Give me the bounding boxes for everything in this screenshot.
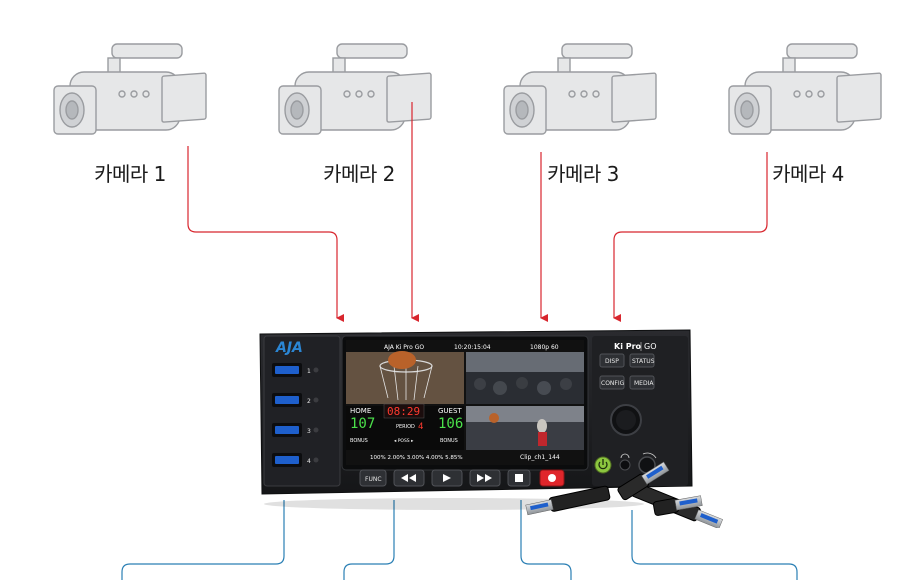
output-line-3 xyxy=(520,500,572,580)
quad-player xyxy=(466,406,584,450)
record-button[interactable] xyxy=(539,469,565,487)
svg-text:GUEST: GUEST xyxy=(438,407,462,415)
media-button[interactable]: MEDIA xyxy=(629,375,655,390)
camera-2-icon xyxy=(278,43,432,135)
output-line-4 xyxy=(631,510,798,580)
svg-text:FUNC: FUNC xyxy=(365,476,382,483)
svg-text:4: 4 xyxy=(418,422,423,432)
usb-port-4[interactable]: 4 xyxy=(272,453,319,467)
input-line-camera-1 xyxy=(187,146,344,322)
headphone-jack[interactable] xyxy=(619,453,631,471)
svg-text:PERIOD: PERIOD xyxy=(396,424,415,430)
svg-text:STATUS: STATUS xyxy=(632,358,655,365)
screen-audio-meters: 100% 2.00% 3.00% 4.00% 5.85% xyxy=(370,455,463,461)
camera-4-icon xyxy=(728,43,882,135)
usb-port-3[interactable]: 3 xyxy=(272,423,319,437)
screen-header-format: 1080p 60 xyxy=(530,344,559,351)
fast-forward-icon xyxy=(477,474,492,482)
camera-1-icon xyxy=(53,43,207,135)
output-line-2 xyxy=(343,500,395,580)
ki-pro-go-recorder: AJA 1 2 3 4 xyxy=(259,329,723,528)
volume-knob[interactable] xyxy=(638,452,657,474)
jog-knob[interactable] xyxy=(610,404,642,436)
screen-header-time: 10:20:15:04 xyxy=(454,344,491,351)
camera-1-label: 카메라 1 xyxy=(94,162,166,186)
model-ki-pro: Ki Pro xyxy=(614,342,642,351)
camera-2-label: 카메라 2 xyxy=(323,162,395,186)
svg-text:HOME: HOME xyxy=(350,407,371,415)
power-icon xyxy=(598,459,608,470)
camera-4-label: 카메라 4 xyxy=(772,162,844,186)
svg-text:CONFIG: CONFIG xyxy=(601,380,625,387)
stop-button[interactable] xyxy=(507,469,531,487)
quad-basketball-hoop xyxy=(346,351,464,404)
config-button[interactable]: CONFIG xyxy=(599,375,625,390)
quad-crowd xyxy=(466,352,584,404)
svg-text:106: 106 xyxy=(438,416,463,432)
disp-button[interactable]: DISP xyxy=(599,353,625,368)
status-button[interactable]: STATUS xyxy=(629,353,655,368)
svg-text:◂ POSS ▸: ◂ POSS ▸ xyxy=(394,438,414,444)
usb-port-1[interactable]: 1 xyxy=(272,363,319,377)
usb-flash-drives xyxy=(525,461,723,528)
quad-scoreboard: HOME 107 08:29 GUEST 106 PERIOD 4 BONUS … xyxy=(346,403,464,450)
rewind-icon xyxy=(401,474,416,482)
rewind-button[interactable] xyxy=(393,469,425,487)
power-button[interactable] xyxy=(594,456,612,474)
usb-port-2[interactable]: 2 xyxy=(272,393,319,407)
svg-text:DISP: DISP xyxy=(605,358,619,365)
input-line-camera-4 xyxy=(613,152,768,322)
svg-text:MEDIA: MEDIA xyxy=(634,380,654,387)
svg-text:4: 4 xyxy=(307,458,311,465)
svg-text:1: 1 xyxy=(307,368,311,375)
output-line-1 xyxy=(121,500,285,580)
screen-clip-name: Clip_ch1_144 xyxy=(520,454,560,461)
model-go: GO xyxy=(644,342,657,351)
svg-text:3: 3 xyxy=(307,428,311,435)
play-icon xyxy=(443,474,451,482)
record-icon xyxy=(548,474,556,482)
camera-3-label: 카메라 3 xyxy=(547,162,619,186)
svg-text:08:29: 08:29 xyxy=(387,405,420,418)
svg-text:107: 107 xyxy=(350,416,375,432)
fast-forward-button[interactable] xyxy=(469,469,501,487)
camera-3-icon xyxy=(503,43,657,135)
func-button[interactable]: FUNC xyxy=(359,469,387,487)
svg-text:BONUS: BONUS xyxy=(440,438,458,444)
svg-text:BONUS: BONUS xyxy=(350,438,368,444)
play-button[interactable] xyxy=(431,469,463,487)
headphone-icon xyxy=(620,453,630,459)
svg-text:2: 2 xyxy=(307,398,311,405)
screen-header-left: AJA Ki Pro GO xyxy=(384,344,424,351)
stop-icon xyxy=(515,474,523,482)
brand-logo: AJA xyxy=(275,340,303,356)
